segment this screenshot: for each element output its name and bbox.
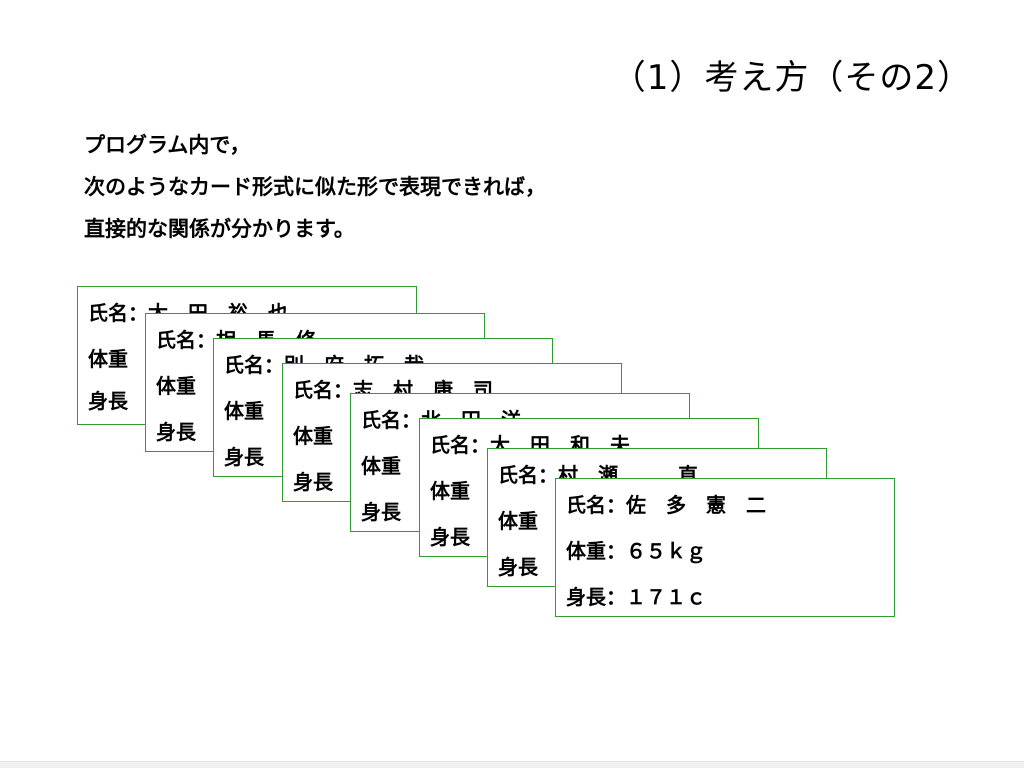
card-height: 身長 [88, 389, 128, 413]
card-height: 身長：１７１ｃ [566, 585, 706, 609]
card-weight: 体重 [361, 454, 401, 478]
card-weight: 体重 [430, 479, 470, 503]
slide-title: （1）考え方（その2） [611, 58, 972, 98]
card-weight: 体重 [293, 424, 333, 448]
card-8: 氏名：佐 多 憲 二 体重：６５ｋｇ 身長：１７１ｃ [555, 478, 895, 617]
slide-bottom-strip [0, 761, 1024, 768]
card-height: 身長 [361, 500, 401, 524]
intro-line-3: 直接的な関係が分かります。 [84, 217, 355, 241]
card-height: 身長 [430, 525, 470, 549]
card-weight: 体重：６５ｋｇ [566, 539, 706, 563]
card-name: 氏名：佐 多 憲 二 [566, 493, 766, 517]
intro-line-2: 次のようなカード形式に似た形で表現できれば， [84, 175, 546, 199]
card-weight: 体重 [224, 399, 264, 423]
card-height: 身長 [156, 420, 196, 444]
card-height: 身長 [224, 445, 264, 469]
card-height: 身長 [293, 470, 333, 494]
card-weight: 体重 [88, 347, 128, 371]
intro-line-1: プログラム内で， [84, 133, 251, 157]
card-weight: 体重 [498, 509, 538, 533]
card-height: 身長 [498, 555, 538, 579]
card-weight: 体重 [156, 374, 196, 398]
intro-text: プログラム内で， 次のようなカード形式に似た形で表現できれば， 直接的な関係が分… [84, 124, 546, 250]
